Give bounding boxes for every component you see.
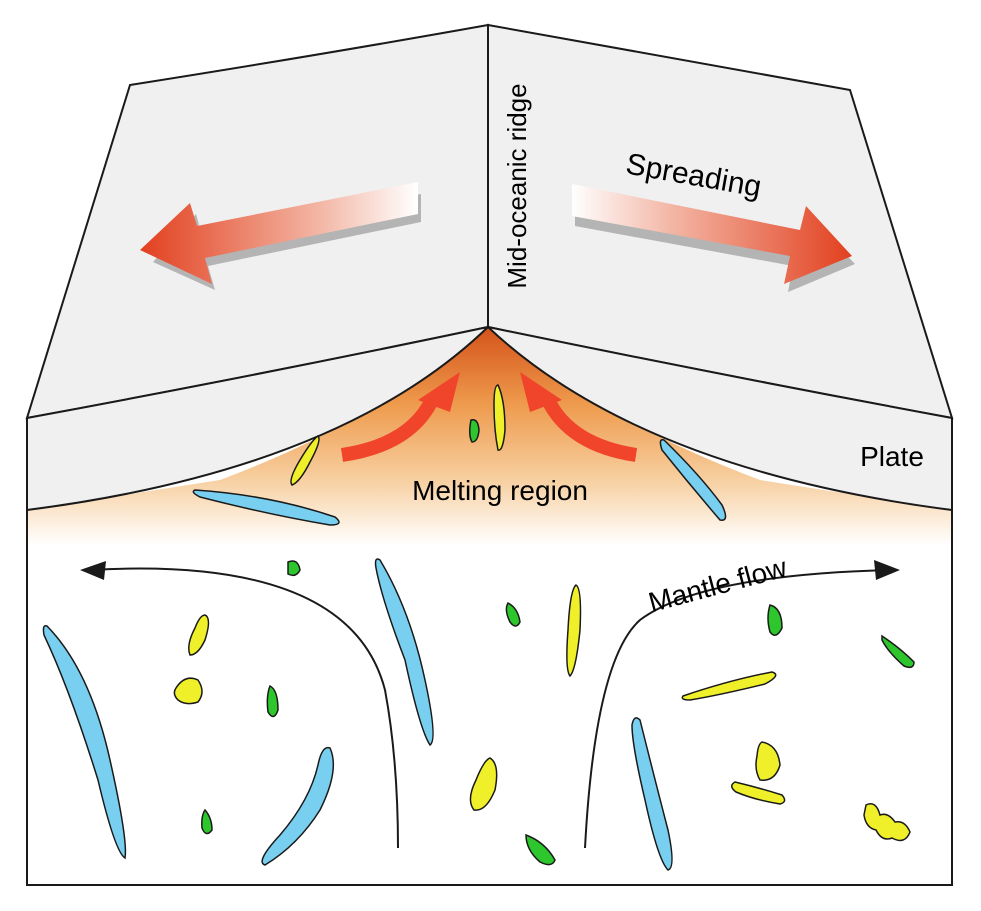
mantle-flow-arrowhead-left	[80, 561, 106, 580]
spreading-arrow-right	[572, 184, 855, 292]
melting-region-label: Melting region	[412, 475, 588, 506]
upwelling-arrow-left	[340, 372, 460, 462]
mantle-flow-arrowhead-right	[874, 560, 900, 580]
plate-label: Plate	[860, 441, 924, 472]
mantle-flow-curves	[89, 567, 891, 849]
block-outline	[26, 418, 953, 886]
spreading-arrow-left	[140, 182, 421, 290]
green-inclusions	[201, 418, 915, 866]
blue-inclusions	[42, 438, 727, 871]
upwelling-arrow-right	[520, 372, 638, 462]
ridge-label: Mid-oceanic ridge	[502, 83, 532, 288]
yellow-inclusions	[173, 384, 911, 842]
melting-region-gradient	[27, 327, 952, 545]
